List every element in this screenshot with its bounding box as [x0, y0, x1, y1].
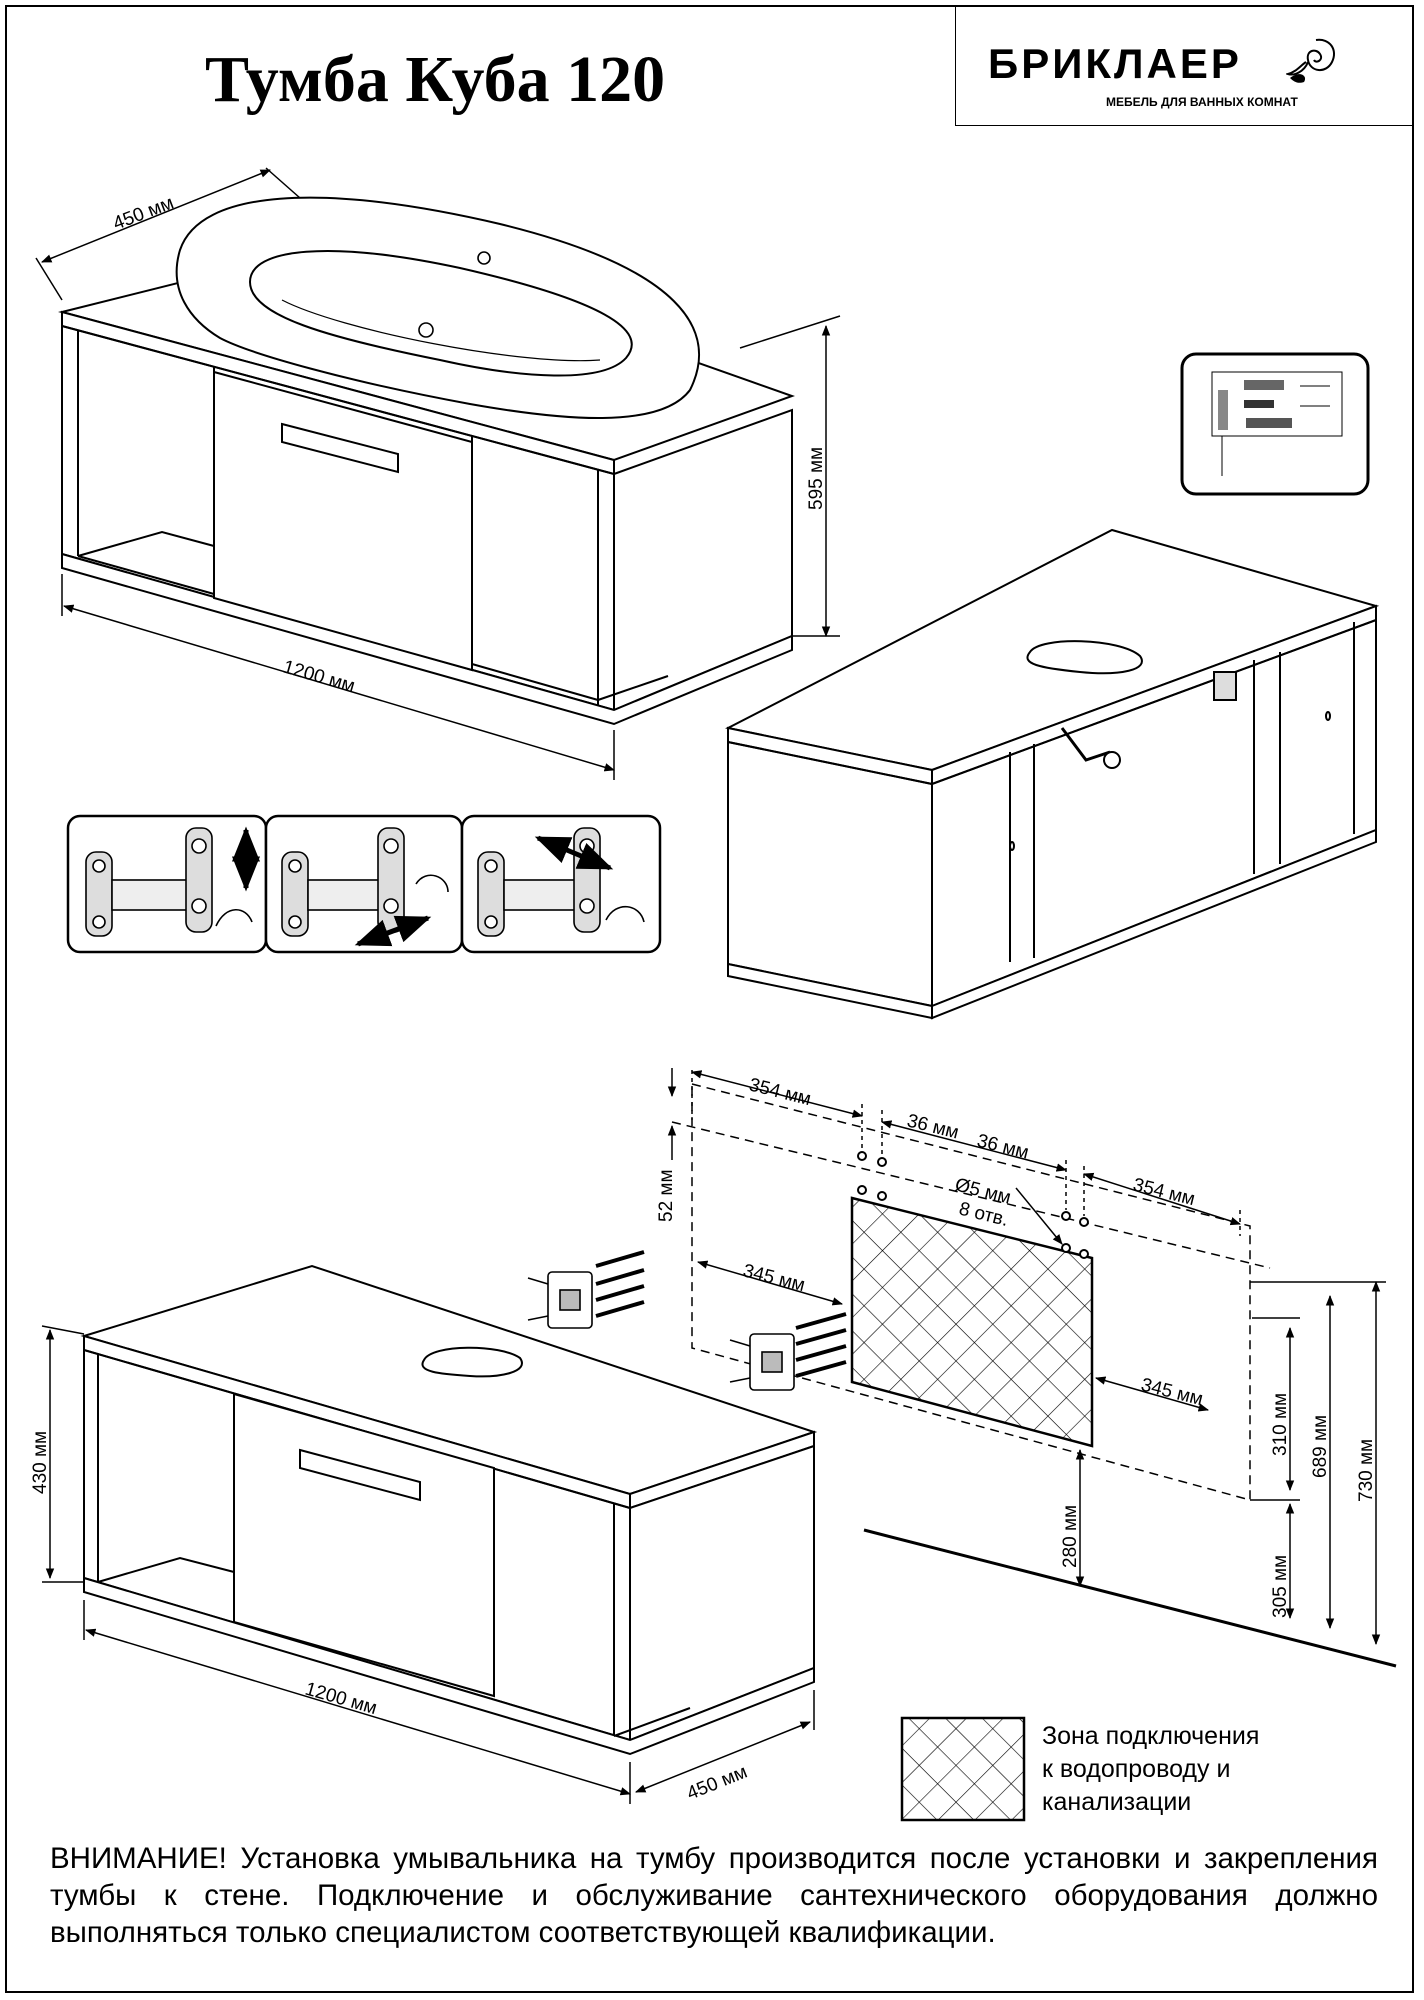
brand-logo: БРИКЛАЕР МЕБЕЛЬ ДЛЯ ВАННЫХ КОМНАТ [955, 6, 1413, 126]
dim-zone-left: 345 мм [741, 1260, 807, 1296]
top-depth-label: 450 мм [110, 192, 176, 234]
hinge-panel-1 [85, 826, 260, 937]
brand-name: БРИКЛАЕР [988, 40, 1242, 87]
front-height-label: 430 мм [30, 1431, 51, 1494]
top-dimensions [35, 167, 841, 780]
cabinet-rear-view [725, 528, 1380, 1020]
dim-zone-height: 310 мм [1270, 1393, 1291, 1456]
page-frame [5, 5, 1414, 1993]
dim-height-730: 730 мм [1356, 1439, 1377, 1502]
brand-tagline: МЕБЕЛЬ ДЛЯ ВАННЫХ КОМНАТ [1106, 95, 1298, 109]
cabinet-front-view [80, 1264, 818, 1756]
top-height-label: 595 мм [806, 447, 827, 510]
connection-zone [850, 1196, 1094, 1448]
top-width-label: 1200 мм [281, 657, 358, 697]
legend-line-2: к водопроводу и [1042, 1755, 1231, 1783]
dim-zone-right: 345 мм [1139, 1374, 1205, 1410]
warning-notice: ВНИМАНИЕ! Установка умывальника на тумбу… [50, 1842, 1378, 1949]
dim-height-305: 305 мм [1270, 1555, 1291, 1618]
dim-hole-gap-1: 36 мм [905, 1110, 961, 1143]
legend-line-3: канализации [1042, 1788, 1192, 1816]
wall-mount-diagram [667, 1068, 1397, 1668]
legend-label: Зона подключения к водопроводу и канализ… [1042, 1720, 1259, 1819]
dim-offset-left: 354 мм [747, 1074, 813, 1110]
legend-swatch [900, 1716, 1026, 1822]
dim-top-offset: 52 мм [656, 1169, 677, 1222]
fastener-detail-inset [1180, 352, 1370, 496]
dim-height-689: 689 мм [1310, 1415, 1331, 1478]
page-title: Тумба Куба 120 [205, 43, 666, 116]
hinge-panel-3 [477, 827, 645, 937]
dim-zone-floor: 280 мм [1060, 1505, 1081, 1568]
wall-brackets [527, 1250, 847, 1391]
cabinet-with-sink-drawing [58, 196, 795, 726]
hinge-panel-2 [281, 827, 449, 947]
legend-line-1: Зона подключения [1042, 1722, 1260, 1750]
front-dimensions [41, 1325, 815, 1804]
front-width-label: 1200 мм [303, 1679, 380, 1719]
rose-icon [1286, 38, 1335, 83]
